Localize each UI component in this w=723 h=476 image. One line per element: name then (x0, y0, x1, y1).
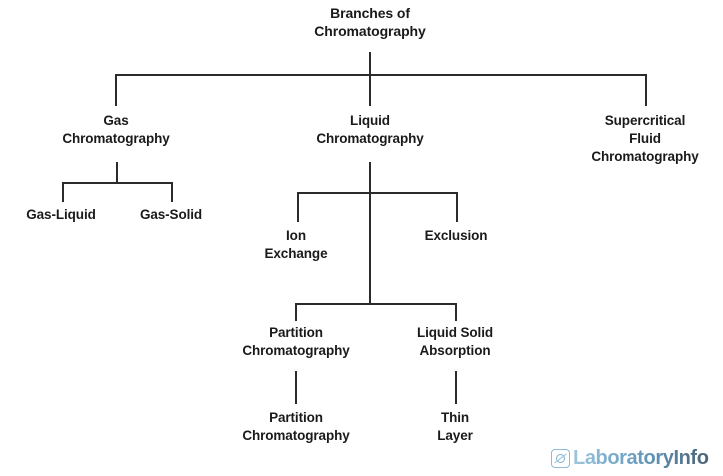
edge-root-stem (369, 52, 371, 75)
edge-gas-bus (62, 182, 173, 184)
node-thin-layer: Thin Layer (437, 410, 473, 443)
edge-root-bus (115, 74, 646, 76)
edge-root-to-gas (115, 74, 117, 106)
node-liquid-solid-absorption: Liquid Solid Absorption (416, 325, 494, 358)
laboratoryinfo-mark-icon (551, 449, 570, 468)
laboratoryinfo-logo: LaboratoryInfo (551, 447, 709, 470)
edge-liquid-stem (369, 162, 371, 193)
laboratoryinfo-wordmark: LaboratoryInfo (573, 447, 709, 469)
node-gas-chromatography: Gas Chromatography (62, 113, 170, 146)
node-root: Branches of Chromatography (314, 5, 426, 40)
edge-liquid-to-liquid-solid (455, 303, 457, 321)
edge-liquid-bus-lower (295, 303, 456, 305)
node-supercritical-fluid-chromatography: Supercritical Fluid Chromatography (591, 113, 699, 164)
edge-liquid-to-ion-exchange (297, 192, 299, 222)
edge-liquid-to-exclusion (456, 192, 458, 222)
node-gas-liquid: Gas-Liquid (26, 207, 96, 222)
node-exclusion: Exclusion (424, 228, 488, 243)
node-ion-exchange: Ion Exchange (264, 228, 328, 261)
edge-liquid-to-partition (295, 303, 297, 321)
node-partition-chromatography: Partition Chromatography (242, 325, 350, 358)
node-liquid-chromatography: Liquid Chromatography (316, 113, 424, 146)
edge-gas-stem (116, 162, 118, 183)
edge-gas-to-gas-solid (171, 182, 173, 202)
edge-liquid-throughline (369, 192, 371, 304)
edge-liquid-solid-to-thin-layer (455, 371, 457, 404)
edge-gas-to-gas-liquid (62, 182, 64, 202)
edge-root-to-liquid (369, 74, 371, 106)
node-gas-solid: Gas-Solid (139, 207, 203, 222)
edge-liquid-bus-upper (297, 192, 458, 194)
edge-partition-to-partition-leaf (295, 371, 297, 404)
node-partition-chromatography-leaf: Partition Chromatography (242, 410, 350, 443)
edge-root-to-supercritical (645, 74, 647, 106)
